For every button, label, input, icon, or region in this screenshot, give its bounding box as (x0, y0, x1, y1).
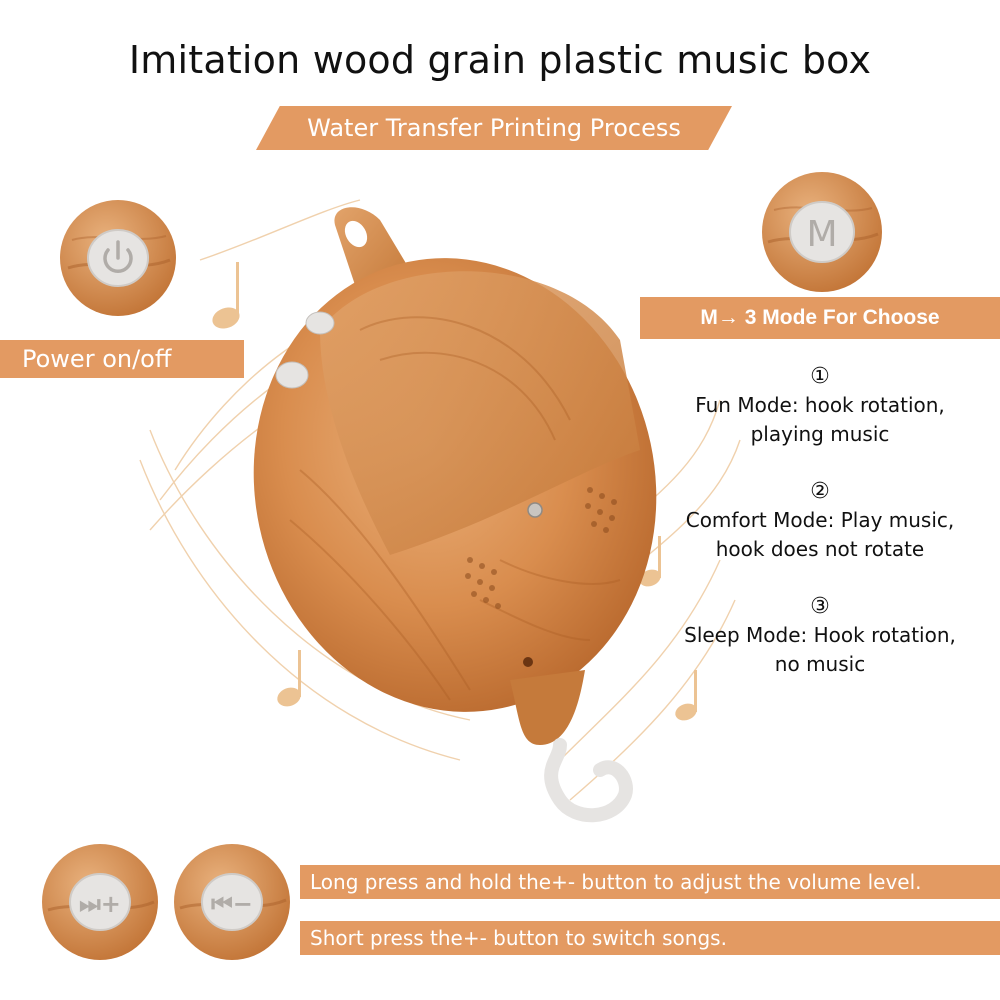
music-box-lid (320, 271, 640, 555)
volume-instruction-banner: Long press and hold the+- button to adju… (300, 865, 1000, 899)
songs-instruction-banner: Short press the+- button to switch songs… (300, 921, 1000, 955)
mode-number: ② (810, 479, 830, 504)
mode-item-comfort: ② Comfort Mode: Play music, hook does no… (650, 477, 990, 564)
mode-button-thumbnail: M (762, 172, 882, 292)
prev-minus-button-thumbnail: ⏮− (174, 844, 290, 960)
mode-item-sleep: ③ Sleep Mode: Hook rotation, no music (650, 592, 990, 679)
power-label-banner: Power on/off (0, 340, 244, 378)
mode-heading-banner: M→ 3 Mode For Choose (640, 297, 1000, 339)
next-plus-icon: ⏭+ (79, 890, 121, 918)
mode-description: Sleep Mode: Hook rotation, (684, 623, 956, 647)
power-icon (103, 240, 133, 274)
subtitle-banner: Water Transfer Printing Process (256, 106, 732, 150)
power-button-thumbnail (60, 200, 176, 316)
mode-description: Comfort Mode: Play music, (685, 508, 955, 532)
mode-description: playing music (750, 422, 890, 446)
mode-number: ① (810, 364, 830, 389)
prev-minus-icon: ⏮− (211, 890, 253, 918)
next-plus-button-thumbnail: ⏭+ (42, 844, 158, 960)
mode-item-fun: ① Fun Mode: hook rotation, playing music (650, 362, 990, 449)
mode-m-icon: M (806, 214, 837, 255)
page-title: Imitation wood grain plastic music box (128, 38, 872, 82)
mode-number: ③ (810, 594, 830, 619)
mode-description: hook does not rotate (715, 537, 925, 561)
hanging-hook (544, 738, 633, 823)
mode-description: no music (774, 652, 866, 676)
mode-description: Fun Mode: hook rotation, (695, 393, 945, 417)
